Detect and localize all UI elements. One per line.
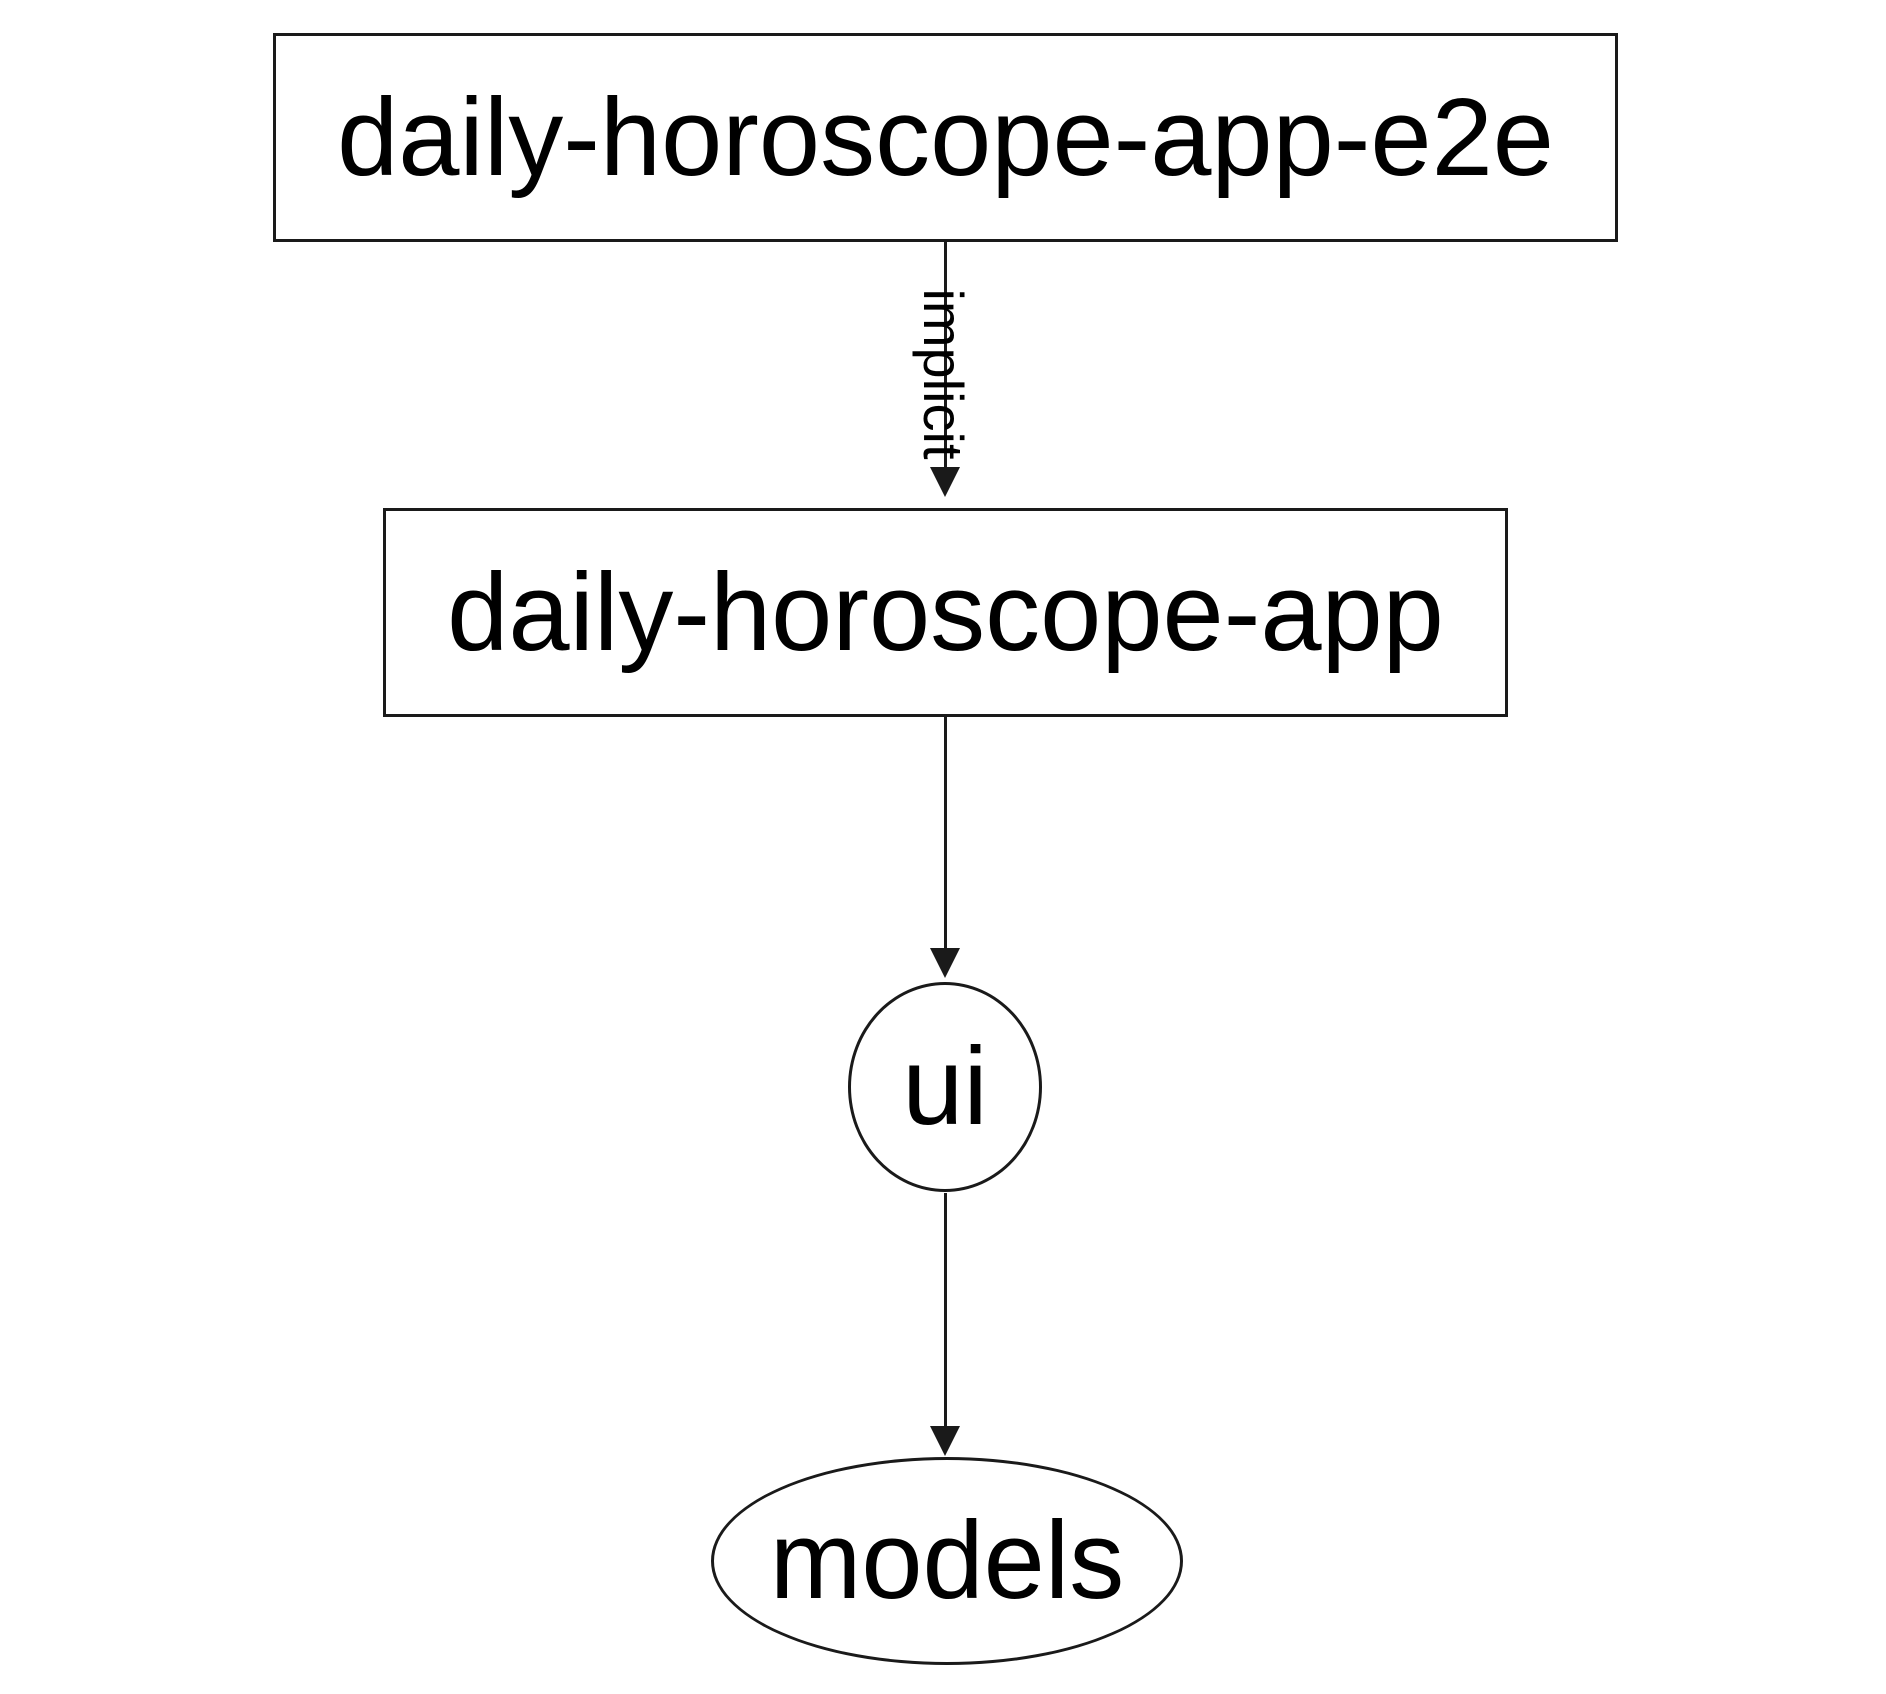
edge-label-implicit: implicit <box>912 288 975 460</box>
node-label-ui: ui <box>902 1025 988 1148</box>
edge-e2e-to-app-line <box>943 242 947 470</box>
node-label-models: models <box>769 1499 1125 1622</box>
node-label-daily-horoscope-app: daily-horoscope-app <box>447 550 1444 674</box>
edge-app-to-ui-line <box>943 717 947 950</box>
node-daily-horoscope-app: daily-horoscope-app <box>383 508 1508 717</box>
arrowhead-icon <box>930 948 960 978</box>
arrowhead-icon <box>930 467 960 497</box>
arrowhead-icon <box>930 1426 960 1456</box>
node-label-daily-horoscope-app-e2e: daily-horoscope-app-e2e <box>337 75 1554 199</box>
edge-ui-to-models-line <box>943 1193 947 1428</box>
node-ui: ui <box>848 982 1042 1192</box>
node-daily-horoscope-app-e2e: daily-horoscope-app-e2e <box>273 33 1618 242</box>
node-models: models <box>711 1457 1183 1665</box>
